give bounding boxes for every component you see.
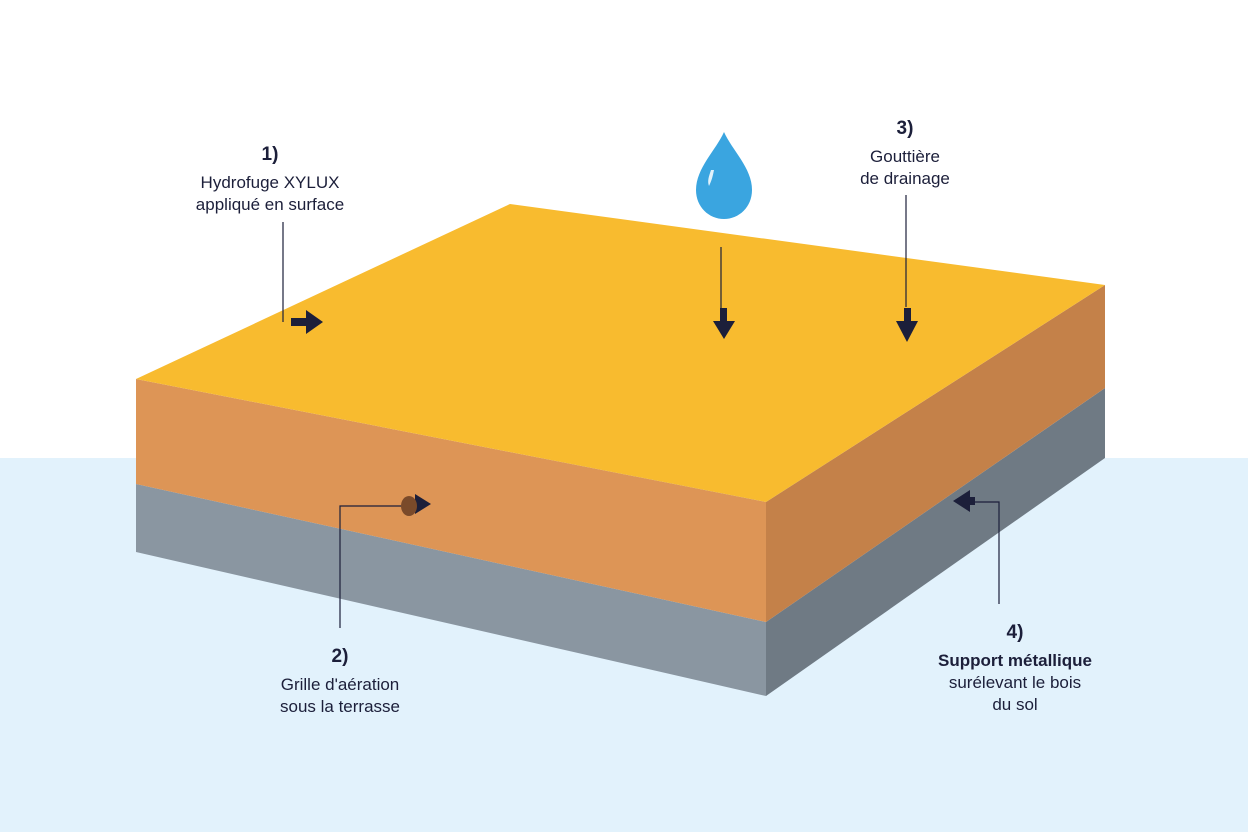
- arrow-icon: [896, 308, 918, 342]
- arrows: [291, 308, 975, 514]
- deck-top-surface: [136, 204, 1105, 502]
- callout-number: 4): [1006, 622, 1024, 643]
- callout-text: de drainage: [860, 169, 950, 188]
- leader-line-4: [975, 501, 1000, 604]
- callout-text: Grille d'aération: [280, 675, 400, 694]
- callout-text: du sol: [992, 695, 1038, 714]
- water-drop-icon: [696, 132, 752, 219]
- arrow-icon: [953, 490, 975, 512]
- callout-number: 3): [896, 118, 914, 139]
- leader-line-2: [339, 505, 402, 628]
- callout-number: 2): [331, 646, 349, 667]
- callout-1-hydrofuge: 1) Hydrofuge XYLUX appliqué en surface: [160, 144, 380, 216]
- callout-text: surélevant le bois: [948, 673, 1082, 692]
- callout-text: sous la terrasse: [280, 697, 400, 716]
- arrow-icon: [291, 310, 323, 334]
- support-right-face: [766, 388, 1105, 696]
- water-drop-highlight: [708, 170, 714, 186]
- callout-3-gouttiere: 3) Gouttière de drainage: [800, 118, 1010, 190]
- support-front-face: [136, 484, 766, 696]
- callout-text: Hydrofuge XYLUX: [200, 173, 340, 192]
- callout-4-support: 4) Support métallique surélevant le bois…: [900, 622, 1130, 716]
- arrow-icon: [713, 308, 735, 339]
- leader-lines: [282, 195, 1000, 628]
- callout-number: 1): [261, 144, 279, 165]
- callout-text: appliqué en surface: [195, 195, 345, 214]
- vent-hole-icon: [401, 496, 417, 516]
- callout-text: Support métallique: [938, 651, 1092, 670]
- deck-front-face: [136, 379, 766, 622]
- callout-2-grille: 2) Grille d'aération sous la terrasse: [230, 646, 450, 718]
- callout-text: Gouttière: [870, 147, 940, 166]
- deck-right-face: [766, 285, 1105, 622]
